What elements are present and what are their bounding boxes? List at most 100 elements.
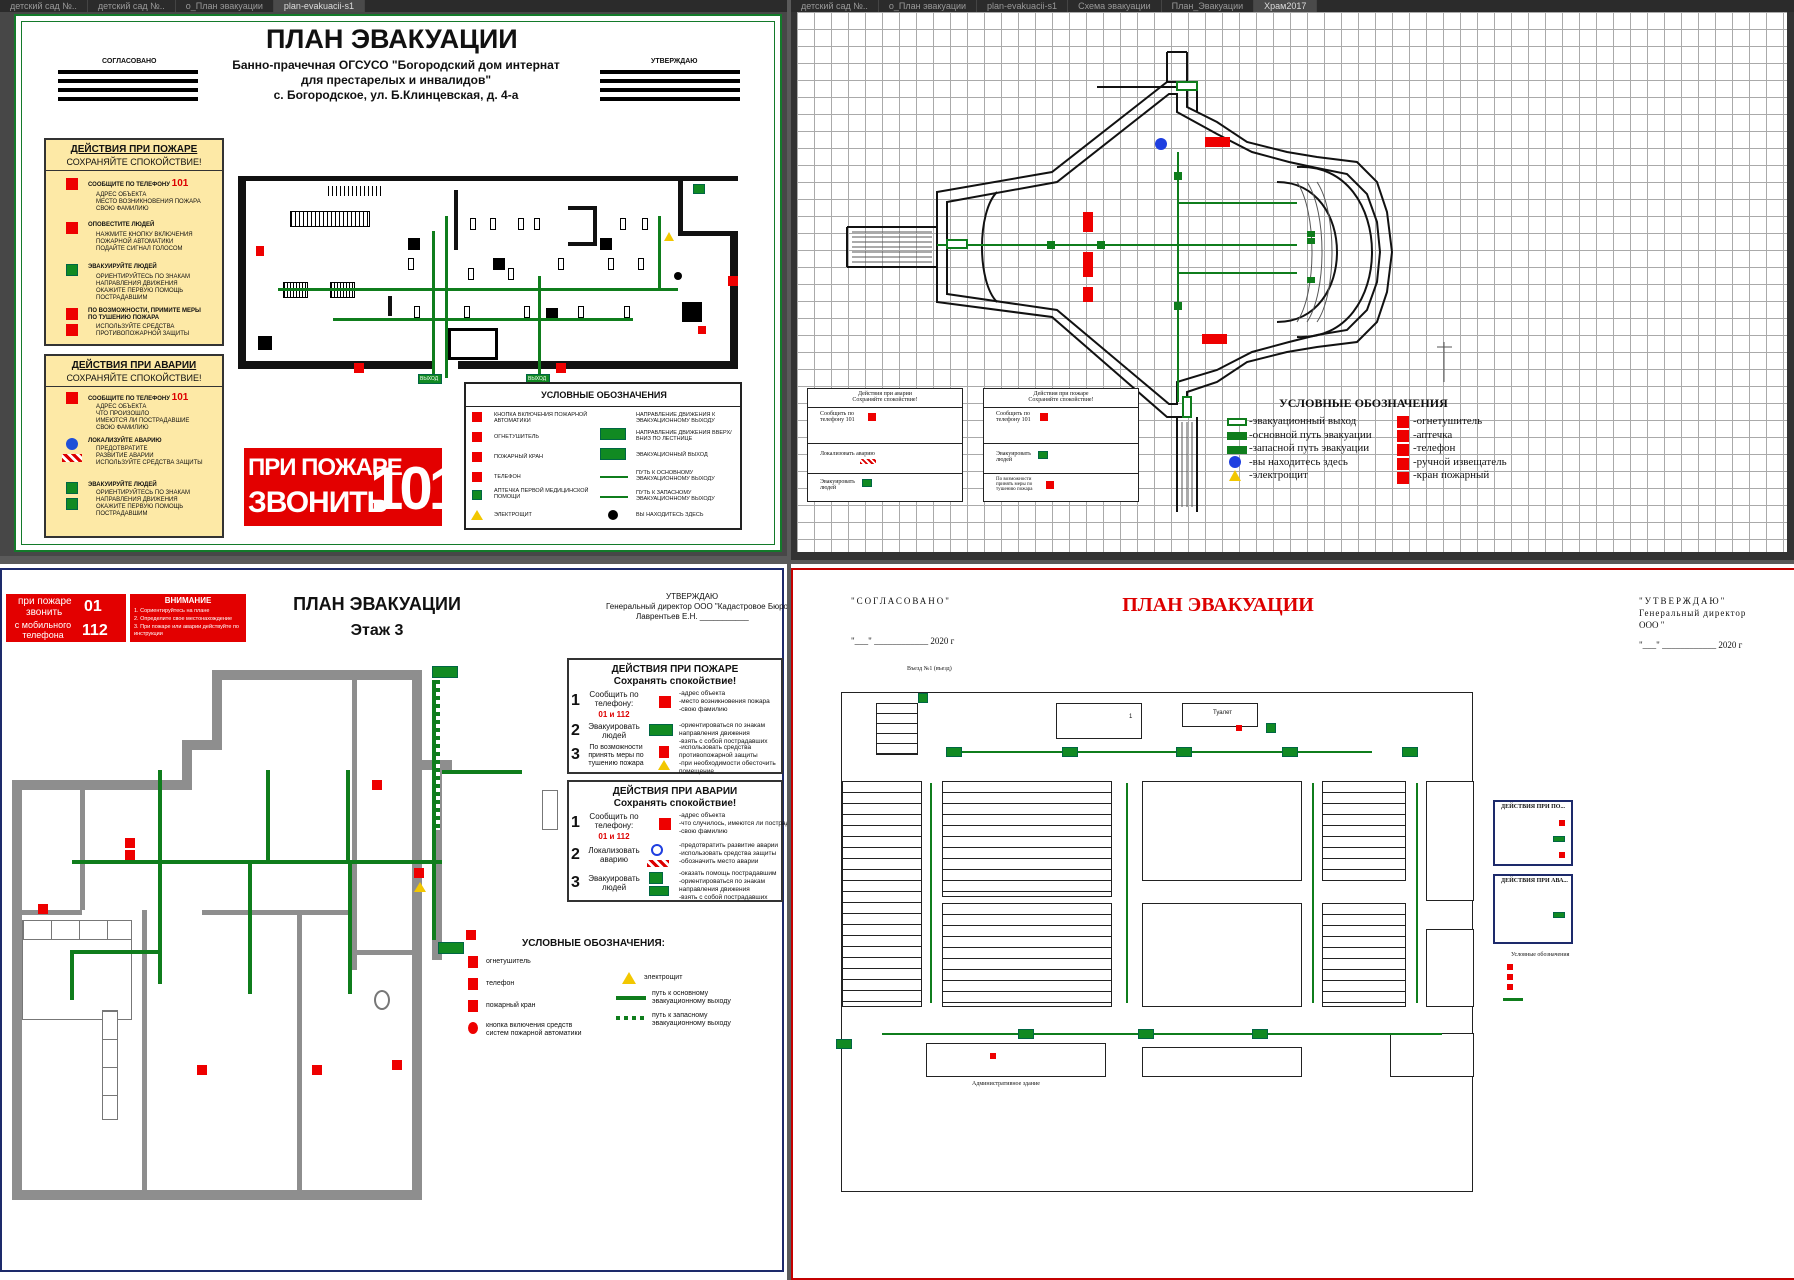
approve-org: ООО " <box>1639 620 1665 630</box>
exit-sign <box>1282 747 1298 757</box>
accident-step-1-text: Сообщить по телефону: <box>589 812 639 830</box>
accident-step-2: ЛОКАЛИЗУЙТЕ АВАРИЮ <box>88 438 162 444</box>
legend-left-5: ЭЛЕКТРОЩИТ <box>494 512 532 518</box>
tab-item[interactable]: Схема эвакуации <box>1068 0 1162 12</box>
phone-icon <box>1397 444 1409 456</box>
phone-icon <box>197 1065 207 1075</box>
tab-item-active[interactable]: plan-evakuacii-s1 <box>273 0 365 12</box>
you-are-here-icon <box>674 272 682 280</box>
legend-left-0: КНОПКА ВКЛЮЧЕНИЯ ПОЖАРНОЙ АВТОМАТИКИ <box>494 412 588 424</box>
exit-sign <box>946 747 962 757</box>
attention-box: ВНИМАНИЕ 1. Сориентируйтесь на плане 2. … <box>130 594 246 642</box>
legend-left-2: ПОЖАРНЫЙ КРАН <box>494 454 543 460</box>
plan-title: ПЛАН ЭВАКУАЦИИ <box>266 24 518 54</box>
phone-icon <box>66 178 78 190</box>
legend-right-4: ПУТЬ К ЗАПАСНОМУ ЭВАКУАЦИОННОМУ ВЫХОДУ <box>636 490 715 502</box>
alarm-button-icon <box>1397 458 1409 470</box>
date-right: "___" ____________ 2020 г <box>1639 640 1743 650</box>
phone-icon <box>1559 820 1565 826</box>
exit-person-icon <box>66 482 78 494</box>
org-line-3: с. Богородское, ул. Б.Клинцевская, д. 4-… <box>273 88 519 102</box>
phone-icon <box>868 413 876 421</box>
phone-icon <box>38 904 48 914</box>
tab-item[interactable]: детский сад №.. <box>0 0 88 12</box>
exit-sign <box>649 886 669 896</box>
tab-item[interactable]: детский сад №.. <box>88 0 176 12</box>
evacuation-route <box>882 1033 1442 1035</box>
fire-step-1: СООБЩИТЕ ПО ТЕЛЕФОНУ 101 <box>88 178 189 189</box>
evacuation-route <box>1416 783 1418 1003</box>
legend-left-3: ТЕЛЕФОН <box>494 474 521 480</box>
fire-actions-heading: ДЕЙСТВИЯ ПРИ ПОЖАРЕ <box>70 144 198 155</box>
tab-item[interactable]: о_План эвакуации <box>879 0 978 12</box>
tab-item[interactable]: План_Эвакуации <box>1162 0 1255 12</box>
side-fire-box: ДЕЙСТВИЯ ПРИ ПО... <box>1493 800 1573 866</box>
approve-role: Генеральный директор <box>1639 608 1747 618</box>
accident-step-1-phone: 01 и 112 <box>598 832 630 841</box>
evacuation-route <box>432 231 435 378</box>
hazard-stripe-icon <box>860 459 876 464</box>
accident-step-2-num: 2 <box>571 846 580 863</box>
tab-item[interactable]: детский сад №.. <box>791 0 879 12</box>
extinguisher-icon <box>1507 984 1513 990</box>
call-banner: ПРИ ПОЖАРЕ ЗВОНИТЬ 101 <box>244 448 462 526</box>
legend-left-3: -вы находитесь здесь <box>1249 456 1348 468</box>
accident-step-1-notes: -адрес объекта-что случилось, имеются ли… <box>679 812 787 835</box>
evacuation-route <box>445 216 448 378</box>
electric-panel-icon <box>622 972 636 984</box>
accident-box: Действия при аварии Сохраняйте спокойств… <box>807 388 963 502</box>
legend-right-4: -кран пожарный <box>1413 469 1490 481</box>
electric-panel-icon <box>414 882 426 892</box>
extinguisher-icon <box>556 363 566 373</box>
legend-box-1: УСЛОВНЫЕ ОБОЗНАЧЕНИЯ КНОПКА ВКЛЮЧЕНИЯ ПО… <box>464 382 742 530</box>
equipment-block <box>448 328 498 360</box>
extinguisher-icon <box>66 308 78 320</box>
exit-sign <box>432 666 458 678</box>
accident-actions-heading: ДЕЙСТВИЯ ПРИ АВАРИИ <box>71 360 197 371</box>
legend-right-0: -огнетушитель <box>1413 415 1483 427</box>
spare-route-dotted <box>436 680 440 830</box>
attention-line-1: 2. Определите свое местонахождение <box>134 616 233 622</box>
phone-icon <box>472 472 482 482</box>
fire-step-3: ЭВАКУИРУЙТЕ ЛЮДЕЙ <box>88 264 157 270</box>
tab-item[interactable]: plan-evakuacii-s1 <box>977 0 1069 12</box>
banner-line-1: ПРИ ПОЖАРЕ <box>248 454 403 481</box>
exit-person-icon <box>1038 451 1048 459</box>
alarm-button-icon <box>468 1022 478 1034</box>
accident-actions-box: ДЕЙСТВИЯ ПРИ АВАРИИ Сохранять спокойстви… <box>567 780 787 902</box>
plan-title: ПЛАН ЭВАКУАЦИИ <box>293 594 461 614</box>
exit-sign <box>1062 747 1078 757</box>
hydrant-icon <box>472 452 482 462</box>
legend-left-0: -эвакуационный выход <box>1249 415 1357 427</box>
exit-sign <box>1252 1029 1268 1039</box>
approve-line-1: Генеральный директор ООО "Кадастровое Бю… <box>606 602 787 611</box>
accident-step-3-text: Эвакуировать людей <box>588 874 640 892</box>
plan-sheet-1: ПЛАН ЭВАКУАЦИИ СОГЛАСОВАНО УТВЕРЖДАЮ Бан… <box>14 14 782 552</box>
exit-sign <box>600 448 626 460</box>
fire-step-3-notes: -использовать средства противопожарной з… <box>679 744 776 775</box>
side-accident-heading: ДЕЙСТВИЯ ПРИ АВА... <box>1501 878 1568 884</box>
accident-step-3-notes: -оказать помощь пострадавшим-ориентирова… <box>679 870 777 901</box>
accident-row-1: Локализовать аварию <box>820 451 875 457</box>
date-left: "___" ____________ 2020 г <box>851 636 955 646</box>
hydrant-icon <box>66 324 78 336</box>
fire-step-3-text: По возможности принять меры по тушению п… <box>588 744 644 767</box>
exit-sign <box>693 184 705 194</box>
phone-icon <box>66 392 78 404</box>
tab-item[interactable]: о_План эвакуации <box>176 0 274 12</box>
agreed-lines <box>58 70 198 106</box>
evacuation-route <box>333 318 633 321</box>
fire-step-1-notes: -адрес объекта-место возникновения пожар… <box>679 690 770 713</box>
tab-item-active[interactable]: Храм2017 <box>1254 0 1318 12</box>
fire-row-1: Эвакуировать людей <box>996 451 1032 463</box>
extinguisher-icon <box>256 246 264 256</box>
evacuation-route <box>158 864 162 984</box>
side-accident-box: ДЕЙСТВИЯ ПРИ АВА... <box>1493 874 1573 944</box>
electric-panel-icon <box>1229 470 1241 481</box>
fire-calm: Сохранять спокойствие! <box>613 676 737 687</box>
fire-row-0: Сообщить по телефону 101 <box>996 411 1031 423</box>
phone-icon <box>1507 964 1513 970</box>
